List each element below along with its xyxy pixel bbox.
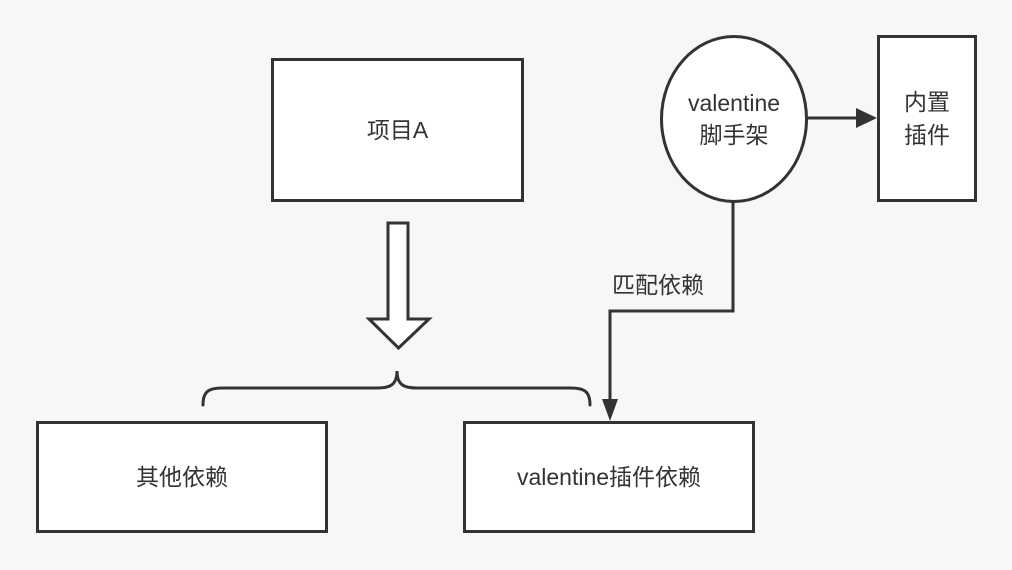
node-builtin-plugins-label-line2: 插件 <box>904 121 950 148</box>
node-project-a-label: 项目A <box>366 116 429 143</box>
curly-brace <box>201 370 592 407</box>
match-dependency-connector <box>608 202 735 401</box>
hollow-down-arrow-icon <box>365 221 433 351</box>
arrowhead-down-icon <box>602 399 618 421</box>
node-valentine-scaffold-label-line1: valentine <box>687 89 781 116</box>
edge-label-match-dependency: 匹配依赖 <box>612 272 704 298</box>
node-valentine-scaffold: valentine 脚手架 <box>660 35 808 203</box>
node-valentine-plugin-dependencies: valentine插件依赖 <box>463 421 755 533</box>
node-project-a: 项目A <box>271 58 524 202</box>
node-valentine-scaffold-label-line2: 脚手架 <box>699 122 769 148</box>
node-valentine-plugin-dependencies-label: valentine插件依赖 <box>516 463 702 490</box>
node-builtin-plugins-label-line1: 内置 <box>904 89 950 116</box>
node-other-dependencies: 其他依赖 <box>36 421 328 533</box>
node-builtin-plugins: 内置 插件 <box>877 35 977 202</box>
node-other-dependencies-label: 其他依赖 <box>136 463 228 490</box>
arrowhead-right-icon <box>856 108 877 128</box>
